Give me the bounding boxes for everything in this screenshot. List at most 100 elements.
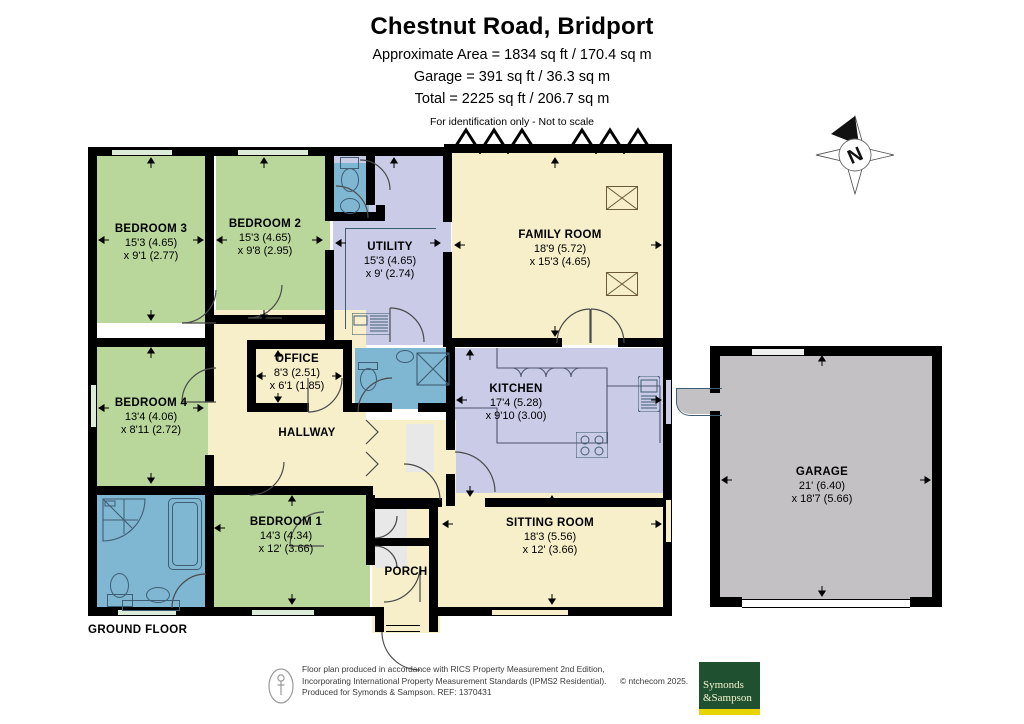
label-family-room-dim2: x 15'3 (4.65)	[529, 256, 591, 268]
wc-basin-icon	[340, 198, 360, 214]
window-bedroom-3-top	[112, 149, 172, 156]
ground-floor-label: GROUND FLOOR	[88, 624, 188, 636]
wc-toilet-icon	[341, 168, 359, 192]
label-garage-name: GARAGE	[795, 466, 849, 478]
corner-shower-icon	[102, 498, 146, 542]
wall-bed3-lower	[88, 338, 212, 347]
label-bedroom-2: BEDROOM 2 15'3 (4.65) x 9'8 (2.95)	[214, 218, 316, 259]
wall-porch-divider	[375, 538, 430, 546]
logo-line-1: Symonds	[703, 679, 744, 691]
label-bedroom-2-name: BEDROOM 2	[228, 218, 302, 230]
bathtub-icon	[168, 498, 202, 570]
label-utility-dim1: 15'3 (4.65)	[363, 254, 417, 267]
window-bedroom-4-left	[90, 385, 97, 427]
hall-door-panel	[406, 424, 434, 472]
logo-line-2: &Sampson	[703, 692, 752, 704]
symonds-sampson-logo: Symonds &Sampson	[699, 662, 760, 715]
wall-wc-right-low	[376, 205, 385, 221]
wall-garage-left	[710, 346, 720, 393]
wall-shower-bottom	[352, 403, 392, 412]
approximate-area-text: Approximate Area = 1834 sq ft / 170.4 sq…	[372, 47, 652, 63]
wall-office-right	[343, 340, 352, 412]
label-utility-name: UTILITY	[367, 241, 413, 253]
window-bathroom-bottom	[118, 609, 176, 616]
porch-door-panel-2	[375, 546, 407, 568]
label-bedroom-4-dim1: 13'4 (4.06)	[124, 410, 178, 423]
label-family-room: FAMILY ROOM 18'9 (5.72) x 15'3 (4.65)	[490, 229, 630, 270]
label-family-room-dim1: 18'9 (5.72)	[533, 242, 587, 255]
wall-bed1-top	[205, 486, 373, 495]
shower-room-cistern-icon	[358, 362, 378, 370]
wall-shower-bottom-b	[418, 403, 455, 412]
room-fill-sitting-room	[440, 493, 664, 607]
kitchen-hob-icon	[576, 432, 608, 458]
wall-office-left	[247, 340, 256, 412]
person-icon	[268, 668, 294, 704]
label-utility: UTILITY 15'3 (4.65) x 9' (2.74)	[338, 241, 442, 282]
wall-shower-right	[446, 340, 455, 412]
wall-kitchen-left-b	[446, 474, 455, 506]
shower-room-toilet-icon	[360, 368, 377, 391]
shower-room-basin-icon	[396, 350, 414, 363]
wall-bed4-right	[205, 338, 214, 402]
footer-line-3: Produced for Symonds & Sampson. REF: 137…	[302, 687, 492, 698]
bathroom-toilet-icon	[110, 573, 129, 598]
label-hallway: HALLWAY	[252, 427, 362, 441]
label-kitchen: KITCHEN 17'4 (5.28) x 9'10 (3.00)	[458, 383, 574, 424]
label-office: OFFICE 8'3 (2.51) x 6'1 (1.85)	[252, 353, 342, 394]
wall-porch-mid	[366, 543, 375, 565]
wall-office-bottom	[247, 403, 309, 412]
wall-bed4-right-b	[205, 455, 214, 495]
label-office-name: OFFICE	[275, 353, 319, 365]
shower-tray-icon	[416, 352, 450, 386]
label-garage-dim1: 21' (6.40)	[798, 479, 846, 492]
porch-door-panel-1	[375, 509, 407, 538]
wall-bed2-lower	[205, 315, 333, 324]
window-kitchen-right	[665, 380, 672, 424]
footer-text-block: Floor plan produced in accordance with R…	[302, 664, 606, 699]
label-bedroom-4-dim2: x 8'11 (2.72)	[121, 424, 181, 436]
label-sitting-room-name: SITTING ROOM	[506, 517, 594, 529]
kitchen-counters-icon	[455, 348, 661, 444]
label-porch-name: PORCH	[384, 566, 428, 578]
wall-kitchen-bottom-b	[485, 498, 664, 507]
label-sitting-room-dim1: 18'3 (5.56)	[523, 530, 577, 543]
compass-rose: N	[812, 112, 898, 198]
label-bedroom-3: BEDROOM 3 15'3 (4.65) x 9'1 (2.77)	[101, 223, 201, 264]
bathroom-counter-icon	[122, 600, 180, 611]
bifold-doors-family-room	[450, 127, 654, 154]
garage-area-text: Garage = 391 sq ft / 36.3 sq m	[413, 69, 611, 85]
wall-garage-bottom-r	[910, 597, 942, 607]
utility-worktop-icon	[345, 228, 436, 329]
wall-garage-bottom-l	[710, 597, 742, 607]
wall-utility-family-b	[443, 252, 452, 346]
identification-notice: For identification only - Not to scale	[430, 116, 594, 128]
wall-family-bottom-b	[618, 338, 664, 347]
window-sitting-bottom	[492, 609, 568, 616]
garage-door-window	[742, 599, 910, 608]
label-bedroom-3-dim1: 15'3 (4.65)	[124, 236, 178, 249]
label-bedroom-2-dim2: x 9'8 (2.95)	[237, 245, 293, 257]
french-doors-family-kitchen	[556, 308, 625, 344]
footer-line-2: Incorporating International Property Mea…	[302, 675, 607, 686]
bathtub-inner-icon	[172, 502, 198, 566]
wall-garage-right	[932, 346, 942, 607]
wall-utility-family	[443, 147, 452, 222]
wall-bed1-right	[366, 495, 375, 544]
wall-porch-top	[366, 500, 438, 509]
label-sitting-room: SITTING ROOM 18'3 (5.56) x 12' (3.66)	[478, 517, 622, 558]
wall-porch-right-in	[429, 500, 438, 608]
wall-garage-top	[710, 346, 942, 356]
page-title: Chestnut Road, Bridport	[370, 13, 654, 40]
label-bedroom-4: BEDROOM 4 13'4 (4.06) x 8'11 (2.72)	[99, 397, 203, 438]
wall-bathroom-top	[88, 486, 212, 495]
total-area-text: Total = 2225 sq ft / 206.7 sq m	[414, 91, 610, 107]
window-bedroom-1-bottom	[252, 609, 314, 616]
label-family-room-name: FAMILY ROOM	[518, 229, 602, 241]
wall-bed3-bed2	[205, 147, 214, 323]
kitchen-sink-icon	[638, 376, 660, 412]
wall-exterior-bottom-a	[88, 607, 384, 616]
label-bedroom-1-name: BEDROOM 1	[249, 516, 323, 528]
wall-porch-right	[429, 607, 438, 632]
label-bedroom-4-name: BEDROOM 4	[114, 397, 188, 409]
